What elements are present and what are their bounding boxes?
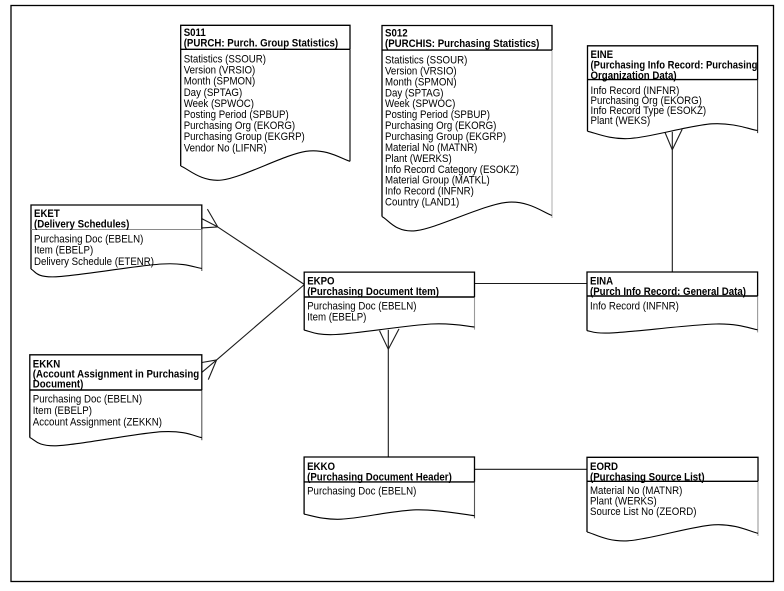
svg-text:Purchasing Group (EKGRP): Purchasing Group (EKGRP) — [385, 131, 506, 143]
svg-text:Material No (MATNR): Material No (MATNR) — [590, 485, 682, 497]
svg-text:Material No (MATNR): Material No (MATNR) — [385, 142, 477, 154]
svg-text:Purchasing Doc (EBELN): Purchasing Doc (EBELN) — [307, 300, 416, 312]
svg-text:Info Record (INFNR): Info Record (INFNR) — [385, 186, 474, 198]
svg-text:EINE: EINE — [591, 49, 614, 61]
svg-text:Week (SPWOC): Week (SPWOC) — [385, 98, 455, 110]
svg-text:Info Record (INFNR): Info Record (INFNR) — [591, 85, 680, 97]
svg-text:S011: S011 — [184, 27, 206, 39]
svg-text:Vendor No (LIFNR): Vendor No (LIFNR) — [184, 142, 267, 154]
svg-text:Day (SPTAG): Day (SPTAG) — [184, 87, 243, 99]
svg-text:Source List No (ZEORD): Source List No (ZEORD) — [590, 506, 697, 518]
svg-text:Version (VRSIO): Version (VRSIO) — [385, 66, 457, 78]
svg-text:Item (EBELP): Item (EBELP) — [33, 405, 92, 417]
svg-text:S012: S012 — [385, 27, 408, 39]
svg-text:EINA: EINA — [590, 276, 613, 288]
svg-text:Item (EBELP): Item (EBELP) — [307, 311, 366, 323]
svg-text:Organization Data): Organization Data) — [591, 70, 677, 82]
svg-text:EKET: EKET — [34, 208, 60, 220]
svg-text:Day (SPTAG): Day (SPTAG) — [385, 87, 444, 99]
svg-text:Version (VRSIO): Version (VRSIO) — [184, 65, 256, 77]
svg-text:Posting Period (SPBUP): Posting Period (SPBUP) — [184, 109, 289, 121]
svg-text:Document): Document) — [33, 379, 84, 391]
svg-text:EKKO: EKKO — [307, 461, 335, 473]
svg-text:(Delivery Schedules): (Delivery Schedules) — [34, 218, 130, 230]
svg-text:Delivery Schedule (ETENR): Delivery Schedule (ETENR) — [34, 256, 154, 268]
svg-text:(Purchasing Info Record: Purch: (Purchasing Info Record: Purchasing — [591, 59, 758, 71]
svg-text:Plant (WERKS): Plant (WERKS) — [590, 496, 657, 508]
svg-text:(Purchasing Document Item): (Purchasing Document Item) — [307, 286, 439, 298]
svg-text:Item (EBELP): Item (EBELP) — [34, 245, 93, 257]
svg-text:Plant (WERKS): Plant (WERKS) — [385, 153, 452, 165]
svg-text:Purchasing Org (EKORG): Purchasing Org (EKORG) — [591, 95, 702, 107]
svg-text:Account Assignment (ZEKKN): Account Assignment (ZEKKN) — [33, 417, 162, 429]
svg-text:(Purchasing Document Header): (Purchasing Document Header) — [307, 471, 452, 483]
svg-text:Info Record Type (ESOKZ): Info Record Type (ESOKZ) — [591, 105, 707, 117]
svg-text:(PURCHIS: Purchasing Statistic: (PURCHIS: Purchasing Statistics) — [385, 38, 540, 50]
svg-text:Month (SPMON): Month (SPMON) — [184, 76, 256, 88]
svg-text:Purchasing Org (EKORG): Purchasing Org (EKORG) — [184, 120, 295, 132]
svg-text:Posting Period (SPBUP): Posting Period (SPBUP) — [385, 109, 490, 121]
svg-text:(PURCH: Purch. Group Statistic: (PURCH: Purch. Group Statistics) — [184, 37, 339, 49]
svg-text:Purchasing Doc (EBELN): Purchasing Doc (EBELN) — [307, 485, 416, 497]
svg-text:Info Record (INFNR): Info Record (INFNR) — [590, 300, 679, 312]
svg-text:Statistics (SSOUR): Statistics (SSOUR) — [184, 54, 266, 66]
svg-text:Week (SPWOC): Week (SPWOC) — [184, 98, 254, 110]
svg-text:(Purchasing Source List): (Purchasing Source List) — [590, 471, 705, 483]
svg-text:Purchasing Org (EKORG): Purchasing Org (EKORG) — [385, 120, 496, 132]
svg-text:(Purch Info Record: General Da: (Purch Info Record: General Data) — [590, 286, 746, 298]
svg-text:Material Group (MATKL): Material Group (MATKL) — [385, 175, 490, 187]
svg-text:Month (SPMON): Month (SPMON) — [385, 76, 457, 88]
svg-text:Country (LAND1): Country (LAND1) — [385, 197, 459, 209]
svg-text:EKPO: EKPO — [307, 276, 335, 288]
svg-text:EORD: EORD — [590, 461, 618, 473]
svg-text:Purchasing Doc (EBELN): Purchasing Doc (EBELN) — [34, 233, 143, 245]
svg-text:(Account Assignment in Purchas: (Account Assignment in Purchasing — [33, 369, 199, 381]
svg-text:EKKN: EKKN — [33, 358, 60, 370]
svg-text:Info Record Category (ESOKZ): Info Record Category (ESOKZ) — [385, 164, 519, 176]
svg-text:Purchasing Doc (EBELN): Purchasing Doc (EBELN) — [33, 394, 142, 406]
svg-text:Plant (WEKS): Plant (WEKS) — [591, 115, 651, 127]
svg-text:Purchasing Group (EKGRP): Purchasing Group (EKGRP) — [184, 131, 305, 143]
svg-text:Statistics (SSOUR): Statistics (SSOUR) — [385, 55, 467, 67]
